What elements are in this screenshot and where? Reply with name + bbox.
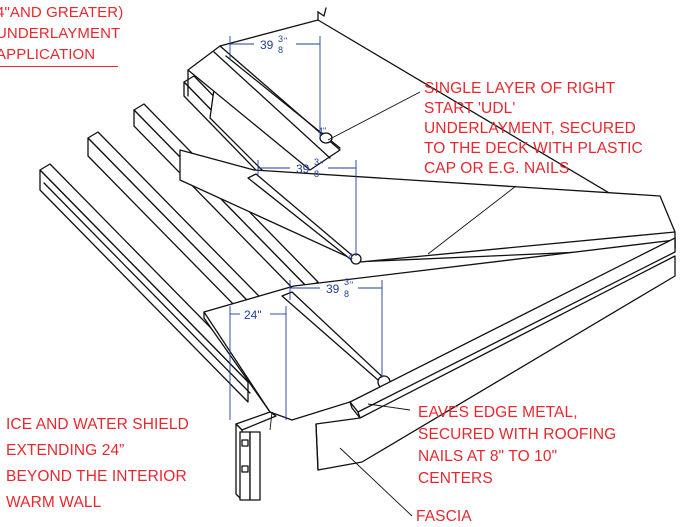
- leader-eaves: [367, 403, 411, 411]
- dimension-top-den: 8: [278, 45, 283, 55]
- dimension-top-unit: ": [284, 36, 287, 46]
- title-line-2: UNDERLAYMENT: [0, 25, 121, 42]
- dimension-lower-num: 3: [344, 277, 349, 287]
- note-eaves-line-1: EAVES EDGE METAL,: [418, 404, 578, 421]
- note-ice-line-1: ICE AND WATER SHIELD: [6, 416, 189, 433]
- fascia-board: [315, 255, 676, 471]
- dimension-top-whole: 39: [260, 38, 274, 52]
- drawing-title-block: 4"AND GREATER) UNDERLAYMENT APPLICATION: [0, 2, 123, 65]
- title-underline: [0, 66, 118, 67]
- dimension-lower: 39 3 8 ": [289, 277, 383, 378]
- leader-ice-shield: [269, 411, 273, 431]
- leader-fascia: [339, 447, 413, 517]
- rafter-1: [39, 163, 259, 403]
- dimension-top: 39 3 8 ": [229, 34, 321, 138]
- title-line-1: 4"AND GREATER): [0, 4, 124, 21]
- note-underlayment-line-4: TO THE DECK WITH PLASTIC: [424, 140, 643, 157]
- note-underlayment-line-1: SINGLE LAYER OF RIGHT: [424, 80, 616, 97]
- dimension-lower-whole: 39: [326, 282, 340, 296]
- dimension-middle-num: 3: [314, 157, 319, 167]
- note-fascia: FASCIA: [416, 507, 472, 527]
- note-eaves-line-2: SECURED WITH ROOFING: [418, 426, 617, 443]
- note-ice-shield: ICE AND WATER SHIELD EXTENDING 24” BEYON…: [6, 412, 189, 516]
- dimension-lap-text: 4": [348, 252, 356, 262]
- interior-warm-wall: [235, 411, 277, 501]
- note-eaves: EAVES EDGE METAL, SECURED WITH ROOFING N…: [418, 402, 616, 490]
- note-ice-line-2: EXTENDING 24”: [6, 442, 125, 459]
- note-underlayment: SINGLE LAYER OF RIGHT START 'UDL' UNDERL…: [424, 79, 643, 179]
- dimension-middle: 39 3 8 ": [257, 157, 357, 256]
- note-eaves-line-4: CENTERS: [418, 470, 493, 487]
- note-underlayment-line-2: START 'UDL': [424, 100, 516, 117]
- dimension-ice-text: 24": [244, 308, 262, 322]
- title-line-3: APPLICATION: [0, 46, 96, 63]
- note-ice-line-4: WARM WALL: [6, 494, 102, 511]
- note-ice-line-3: BEYOND THE INTERIOR: [6, 468, 187, 485]
- dimension-lap-small: 4" 4": [318, 126, 356, 262]
- note-eaves-line-3: NAILS AT 8" TO 10": [418, 448, 558, 465]
- dimension-ice: 24": [229, 306, 287, 420]
- dimension-top-num: 3: [278, 34, 283, 44]
- dimension-middle-den: 8: [314, 169, 319, 179]
- ice-water-shield: [203, 239, 676, 421]
- dimension-lower-unit: ": [350, 280, 353, 290]
- note-fascia-line-1: FASCIA: [416, 508, 472, 525]
- underlayment-course-middle: [179, 149, 676, 265]
- dimension-middle-unit: ": [320, 160, 323, 170]
- note-underlayment-line-5: CAP OR E.G. NAILS: [424, 160, 570, 177]
- dimension-lower-den: 8: [344, 289, 349, 299]
- dimension-lap-text-top: 4": [318, 126, 326, 136]
- dimension-middle-whole: 39: [296, 162, 310, 176]
- leader-underlayment-2: [427, 185, 517, 255]
- note-underlayment-line-3: UNDERLAYMENT, SECURED: [424, 120, 636, 137]
- leader-underlayment: [327, 91, 421, 141]
